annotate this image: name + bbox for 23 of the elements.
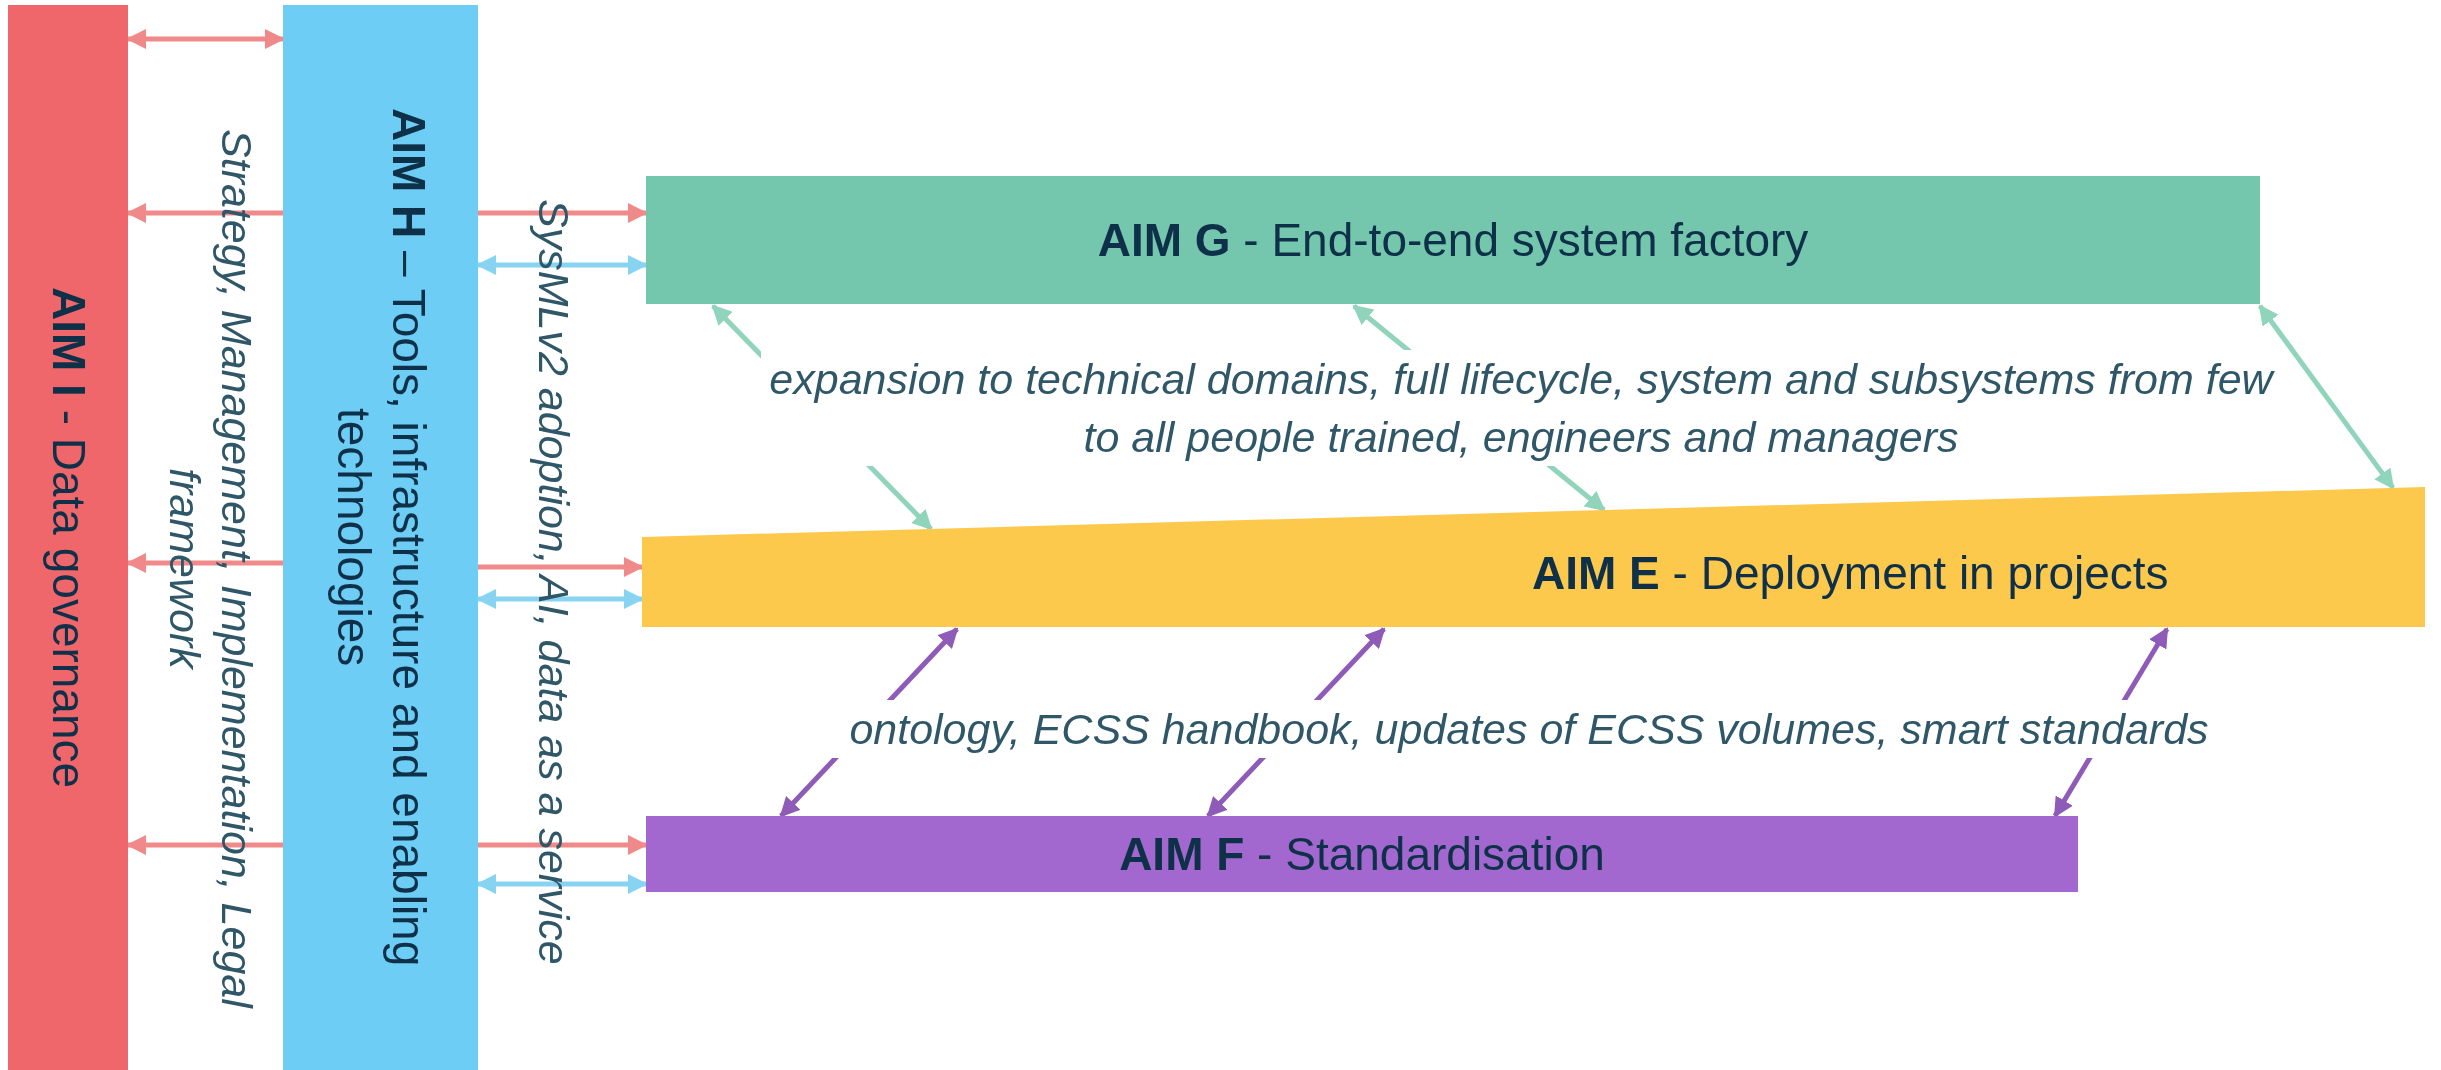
vertical-bar [8,5,128,1070]
node-title: AIM F - Standardisation [1119,827,1605,881]
node-title: AIM G - End-to-end system factory [1097,213,1809,267]
arrow [126,553,283,573]
double-arrow [126,29,285,49]
arrow [126,835,283,855]
arrow [126,203,283,223]
double-arrow [476,255,648,275]
annotation-text: SysMLv2 adoption, AI, data as a service [528,199,579,965]
process-bar [646,816,2078,892]
process-banner [642,487,2425,627]
node-title: AIM H – Tools, infrastructure and enabling technologies [326,107,436,969]
annotation-text: Strategy, Management, Implementation, Legal framework [160,127,262,1010]
double-arrow [476,589,644,609]
node-title: AIM E - Deployment in projects [1532,546,2169,600]
node-title: AIM I - Data governance [41,286,96,789]
double-arrow [2258,304,2396,490]
process-bar [646,176,2260,304]
double-arrow [476,874,648,894]
vertical-bar [283,5,478,1070]
arrow [478,203,648,223]
arrow [478,557,644,577]
arrow [478,835,648,855]
